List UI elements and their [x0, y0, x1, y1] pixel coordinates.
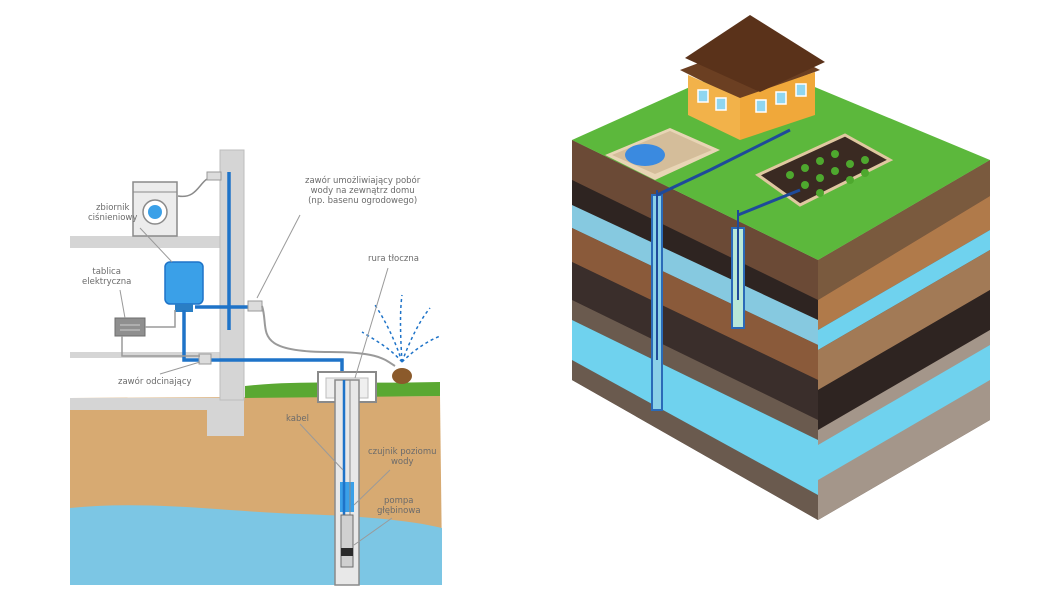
label-cable: kabel [286, 414, 309, 424]
label-shutoff-valve: zawór odcinający [118, 377, 192, 387]
deep-pump [340, 514, 354, 568]
grass-top [572, 60, 990, 260]
outdoor-valve [247, 300, 263, 312]
garden-fountain [361, 294, 441, 384]
house-structure [70, 150, 244, 436]
right-face-strata [818, 160, 990, 520]
shutoff-valve [198, 353, 212, 365]
label-level-sensor: czujnik poziomu wody [368, 447, 437, 467]
wells [651, 128, 801, 411]
label-outdoor-valve: zawór umożliwiający pobór wody na zewnąt… [305, 176, 421, 206]
isometric-well-illustration [560, 0, 1052, 601]
well-installation-diagram: zbiornik ciśnieniowy tablica elektryczna… [0, 0, 460, 601]
washing-machine [132, 181, 178, 237]
label-pressure-tank: zbiornik ciśnieniowy [88, 203, 138, 223]
pressure-tank-3d [625, 144, 665, 166]
house [680, 15, 825, 140]
pump-pit [605, 128, 720, 180]
label-pressure-pipe: rura tłoczna [368, 254, 419, 264]
label-electrical-panel: tablica elektryczna [82, 267, 132, 287]
label-deep-pump: pompa głębinowa [377, 496, 421, 516]
electrical-panel [114, 317, 146, 337]
well-diagram-svg [70, 149, 442, 586]
pressure-tank [164, 261, 204, 312]
left-face-strata [572, 140, 818, 520]
isometric-block-svg [572, 15, 990, 520]
